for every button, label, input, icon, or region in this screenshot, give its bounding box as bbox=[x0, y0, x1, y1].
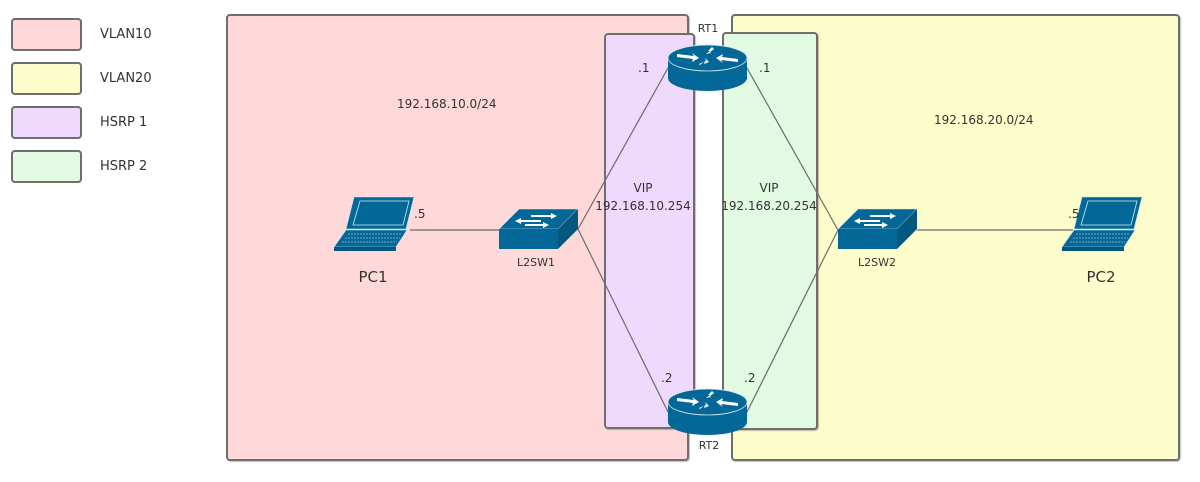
link-l2sw1-rt1 bbox=[577, 67, 669, 230]
legend-swatch-vlan20 bbox=[11, 62, 82, 95]
hsrp1-vip-title: VIP bbox=[633, 181, 653, 195]
rt2-right-interface-label: .2 bbox=[744, 371, 756, 385]
link-rt2-l2sw2 bbox=[746, 229, 839, 413]
hsrp1-zone bbox=[604, 33, 695, 429]
rt1-label: RT1 bbox=[697, 22, 719, 35]
link-l2sw1-rt2 bbox=[577, 228, 669, 413]
pc2-interface-label: .5 bbox=[1068, 207, 1080, 221]
switch-l2sw2-icon bbox=[837, 208, 918, 249]
legend-swatch-hsrp2 bbox=[11, 150, 82, 183]
hsrp2-vip-title: VIP bbox=[759, 181, 779, 195]
l2sw2-label: L2SW2 bbox=[858, 256, 896, 269]
legend-label-hsrp2: HSRP 2 bbox=[100, 159, 148, 174]
router-rt1-icon bbox=[667, 44, 748, 91]
rt2-left-interface-label: .2 bbox=[661, 371, 673, 385]
legend-swatch-vlan10 bbox=[11, 18, 82, 51]
pc2-label: PC2 bbox=[1086, 268, 1116, 286]
hsrp1-vip-address: 192.168.10.254 bbox=[595, 199, 691, 213]
vlan20-subnet-label: 192.168.20.0/24 bbox=[934, 113, 1034, 127]
rt2-label: RT2 bbox=[698, 439, 720, 452]
pc1-interface-label: .5 bbox=[414, 207, 426, 221]
router-rt2-icon bbox=[667, 388, 748, 435]
hsrp2-vip-address: 192.168.20.254 bbox=[721, 199, 817, 213]
legend-label-vlan20: VLAN20 bbox=[100, 71, 152, 86]
rt1-left-interface-label: .1 bbox=[638, 61, 650, 75]
switch-l2sw1-icon bbox=[498, 208, 579, 249]
hsrp2-zone bbox=[722, 32, 818, 430]
vlan10-subnet-label: 192.168.10.0/24 bbox=[397, 97, 497, 111]
laptop-pc1-icon bbox=[333, 196, 415, 251]
legend-label-hsrp1: HSRP 1 bbox=[100, 115, 148, 130]
l2sw1-label: L2SW1 bbox=[517, 256, 555, 269]
legend-label-vlan10: VLAN10 bbox=[100, 27, 152, 42]
laptop-pc2-icon bbox=[1061, 196, 1143, 251]
legend-swatch-hsrp1 bbox=[11, 106, 82, 139]
link-rt1-l2sw2 bbox=[746, 67, 839, 231]
rt1-right-interface-label: .1 bbox=[759, 61, 771, 75]
pc1-label: PC1 bbox=[358, 268, 388, 286]
